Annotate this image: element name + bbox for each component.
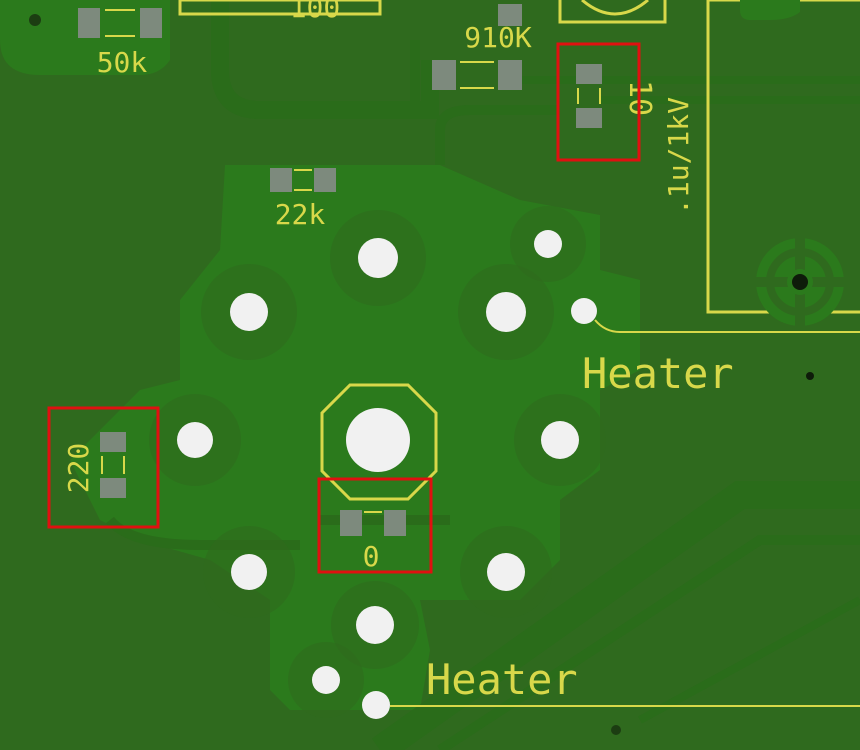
component-outline	[558, 0, 667, 24]
resistor-100-outline	[178, 0, 382, 16]
thermal-pad	[752, 234, 848, 330]
smd-resistor-10	[576, 64, 602, 128]
highlight-box-r0	[317, 477, 433, 574]
via	[29, 14, 41, 26]
heater-line-right	[594, 319, 860, 333]
smd-resistor-50k	[78, 8, 162, 38]
trace	[638, 596, 860, 724]
copper-pad	[740, 0, 800, 20]
center-hole	[346, 408, 410, 472]
via	[611, 725, 621, 735]
smd-resistor-0	[340, 510, 406, 536]
label-50k: 50k	[97, 46, 148, 79]
label-100: 100	[290, 0, 341, 24]
smd-resistor-910k	[432, 4, 522, 90]
trace	[435, 105, 560, 165]
label-910k: 910K	[464, 21, 532, 54]
label-cap-value: .1u/1kV	[662, 97, 695, 215]
label-22k: 22k	[275, 198, 326, 231]
highlight-box-r220	[47, 406, 160, 529]
smd-resistor-220	[100, 432, 126, 498]
component-outline-arc	[581, 0, 649, 16]
label-heater-bottom: Heater	[426, 655, 578, 704]
trace	[437, 535, 860, 750]
label-0: 0	[363, 540, 380, 573]
trace-power	[371, 481, 860, 750]
drill-holes	[177, 230, 814, 719]
smd-resistor-22k	[270, 168, 336, 192]
label-heater-right: Heater	[582, 349, 734, 398]
highlight-box-r10	[556, 42, 641, 162]
trace	[211, 0, 439, 119]
label-220: 220	[62, 443, 95, 494]
trace	[106, 516, 300, 550]
socket-center-outline	[320, 383, 438, 501]
